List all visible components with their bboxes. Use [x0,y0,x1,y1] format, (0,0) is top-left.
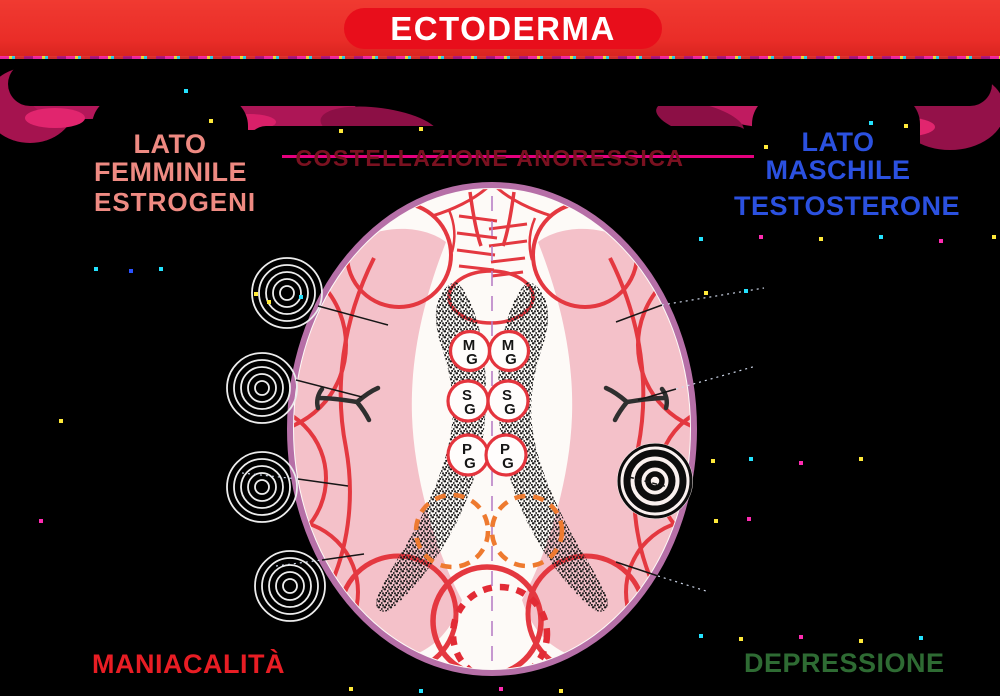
label-line: LATO [801,127,875,157]
gland-circle-sg-left: S G [446,379,490,423]
leader-line [615,304,663,323]
gland-circle-pg-left: P G [446,433,490,477]
gland-label: S [502,387,512,404]
leader-line [637,388,677,401]
label-maniacalita: MANIACALITÀ [92,649,285,679]
label-line: LATO [133,129,207,159]
gland-circle-mg-left: M G [448,329,492,373]
orange-dashed-circle-left [413,492,491,570]
gland-label: G [505,351,517,368]
gland-label: P [462,441,472,458]
header-banner: ECTODERMA [0,0,1000,57]
label-line: MASCHILE [765,155,911,186]
gland-label: P [500,441,510,458]
title-pill: ECTODERMA [344,8,662,49]
leader-line [615,561,659,577]
label-lato-femminile: LATO FEMMINILE [94,129,247,188]
leader-line [295,379,363,398]
label-depressione: DEPRESSIONE [744,648,945,678]
gland-label: S [462,387,472,404]
page-title: ECTODERMA [390,9,616,47]
gland-circle-pg-right: P G [484,433,528,477]
target-symbol-left-3 [226,451,298,523]
gland-circle-sg-right: S G [486,379,530,423]
leader-line [321,553,365,561]
gland-circles: M G M G S G S G P G [446,329,531,477]
strikethrough-line [282,155,754,158]
gland-label: M [463,337,476,354]
orange-dashed-circle-right [489,493,565,569]
gland-label: G [502,455,514,472]
leader-line [297,478,349,487]
leader-line [628,476,669,488]
label-lato-maschile: LATO MASCHILE [756,128,920,184]
leader-line-dotted-extensions [241,287,765,592]
target-symbol-left-1 [251,257,323,329]
leader-lines [241,287,765,592]
gland-label: G [466,351,478,368]
target-symbol-left-2 [226,352,298,424]
brain-diagram: M G M G S G S G P G [226,182,765,676]
gland-label: G [464,455,476,472]
target-symbol-right [617,443,693,519]
scan-noise-strip [0,56,1000,59]
cerebellum-circles [430,564,551,669]
gland-label: G [464,401,476,418]
gland-label: G [504,401,516,418]
redacted-band [8,62,992,192]
suture-zipper [431,189,553,278]
gland-label: M [502,337,515,354]
label-testosterone: TESTOSTERONE [734,191,961,221]
target-symbol-left-4 [254,550,326,622]
scan-noise-specks [0,0,2,2]
gland-circle-mg-right: M G [487,329,531,373]
label-costellazione-anoressica: COSTELLAZIONE ANORESSICA [295,145,685,171]
dashed-red-circle [449,583,551,669]
label-estrogeni: ESTROGENI [94,187,257,217]
leader-line [317,305,389,326]
label-line: FEMMINILE [94,157,247,188]
header-decoration [0,62,1000,192]
